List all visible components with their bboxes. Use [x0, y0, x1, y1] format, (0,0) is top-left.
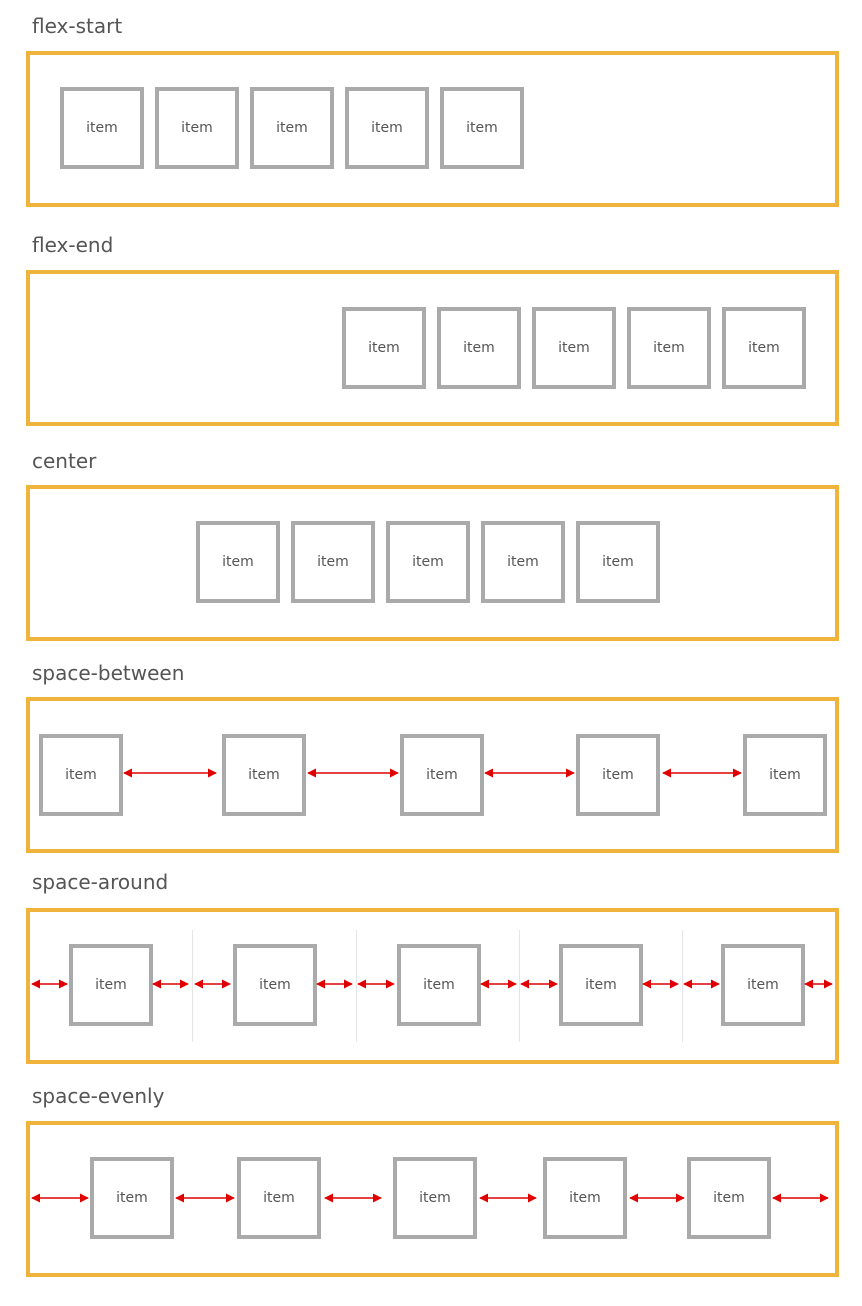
flex-item: item — [532, 307, 616, 389]
flex-item: item — [237, 1157, 321, 1239]
container-space-around: item item item item item — [26, 908, 839, 1064]
container-center: item item item item item — [26, 485, 839, 641]
flex-item: item — [687, 1157, 771, 1239]
flex-item: item — [342, 307, 426, 389]
flex-item: item — [627, 307, 711, 389]
flex-item: item — [437, 307, 521, 389]
flex-item: item — [543, 1157, 627, 1239]
flex-item: item — [222, 734, 306, 816]
section-label-flex-end: flex-end — [32, 233, 114, 257]
slot-divider — [356, 930, 357, 1042]
flex-item: item — [576, 521, 660, 603]
flex-item: item — [559, 944, 643, 1026]
slot-divider — [519, 930, 520, 1042]
container-flex-end: item item item item item — [26, 270, 839, 426]
flex-item: item — [386, 521, 470, 603]
section-label-space-evenly: space-evenly — [32, 1084, 165, 1108]
flex-item: item — [743, 734, 827, 816]
flex-item: item — [576, 734, 660, 816]
flex-item: item — [291, 521, 375, 603]
slot-divider — [192, 930, 193, 1042]
flex-item: item — [721, 944, 805, 1026]
flex-item: item — [440, 87, 524, 169]
section-label-flex-start: flex-start — [32, 14, 123, 38]
flex-item: item — [397, 944, 481, 1026]
slot-divider — [682, 930, 683, 1042]
section-label-space-around: space-around — [32, 870, 169, 894]
flex-item: item — [481, 521, 565, 603]
container-flex-start: item item item item item — [26, 51, 839, 207]
flex-item: item — [393, 1157, 477, 1239]
flex-item: item — [345, 87, 429, 169]
flex-item: item — [60, 87, 144, 169]
section-label-space-between: space-between — [32, 661, 185, 685]
container-space-evenly: item item item item item — [26, 1121, 839, 1277]
flex-item: item — [90, 1157, 174, 1239]
flex-item: item — [233, 944, 317, 1026]
section-label-center: center — [32, 449, 97, 473]
flex-item: item — [722, 307, 806, 389]
flex-item: item — [69, 944, 153, 1026]
flex-item: item — [196, 521, 280, 603]
flex-item: item — [250, 87, 334, 169]
flex-item: item — [39, 734, 123, 816]
flex-item: item — [400, 734, 484, 816]
flex-item: item — [155, 87, 239, 169]
container-space-between: item item item item item — [26, 697, 839, 853]
